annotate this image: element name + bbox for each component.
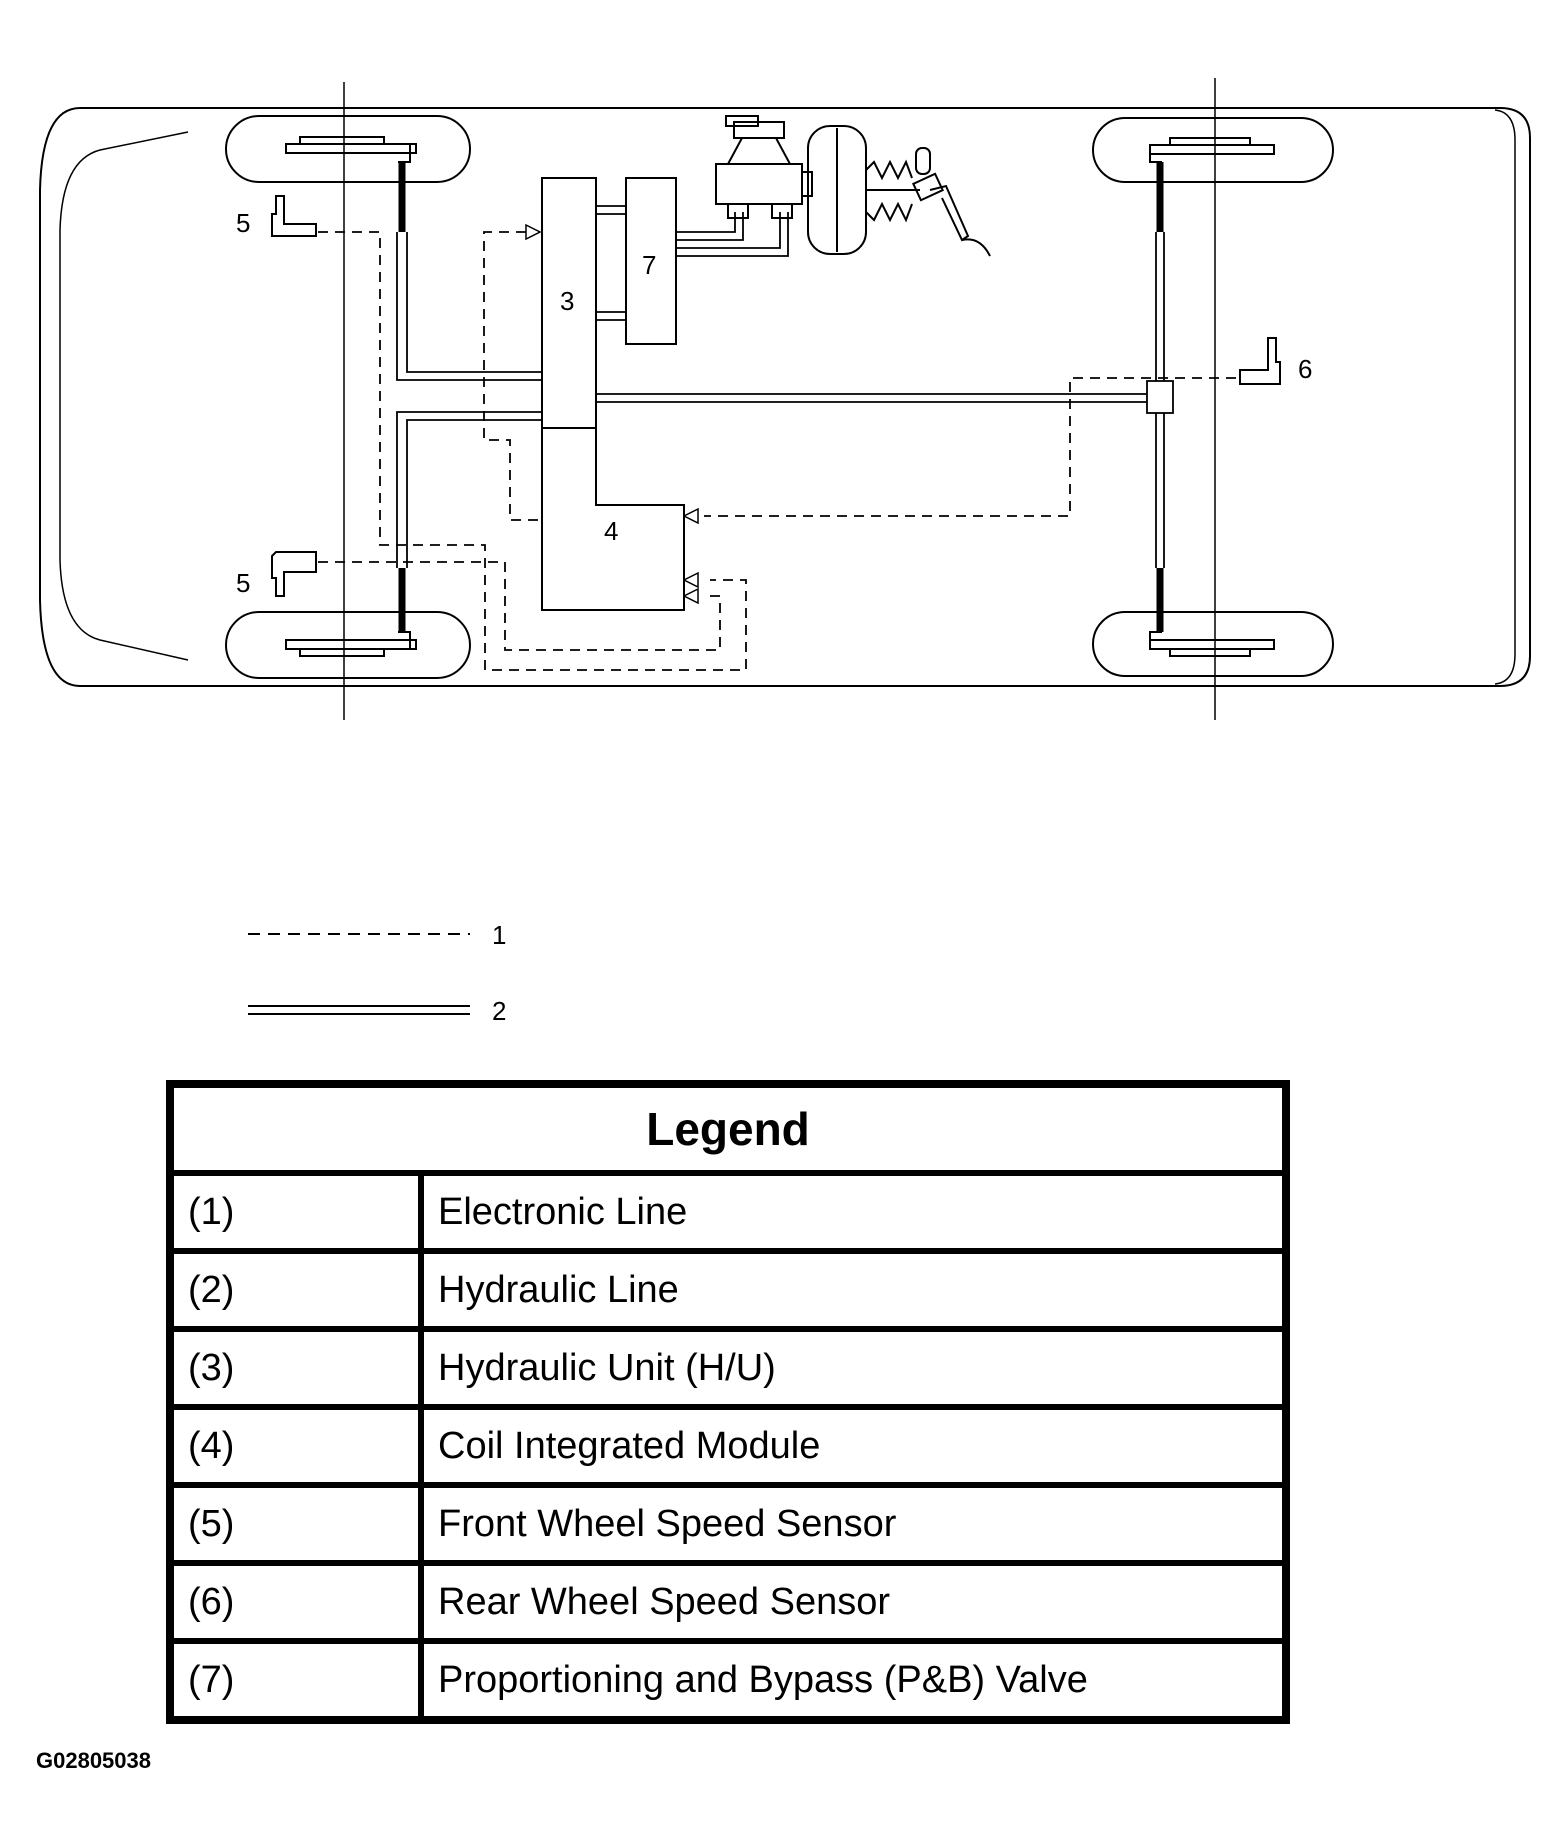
- callout-front-sensor-upper: 5: [236, 208, 250, 238]
- signal-arrowheads: [525, 223, 699, 605]
- master-cylinder: [715, 115, 813, 219]
- front-left-speed-sensor: [271, 195, 317, 237]
- pb-valve-box: [625, 177, 677, 345]
- abs-layout-diagram: 5 5 6 3 4 7 1 2: [39, 78, 1531, 1026]
- hydraulic-lines: [396, 205, 1174, 568]
- callout-pb-valve: 7: [642, 250, 656, 280]
- legend-row: (6) Rear Wheel Speed Sensor: [170, 1560, 1286, 1641]
- legend-row-description: Hydraulic Unit (H/U): [421, 1326, 1286, 1407]
- legend-row-description: Rear Wheel Speed Sensor: [421, 1560, 1286, 1641]
- legend-row-number: (3): [170, 1326, 424, 1407]
- legend-row-number: (5): [170, 1482, 424, 1563]
- legend-row: (5) Front Wheel Speed Sensor: [170, 1482, 1286, 1563]
- brake-hoses: [398, 162, 1164, 632]
- rear-right-wheel: [1092, 611, 1334, 677]
- legend-table: Legend (1) Electronic Line (2) Hydraulic…: [166, 1080, 1290, 1724]
- brake-pedal: [911, 147, 991, 257]
- callout-rear-sensor: 6: [1298, 354, 1312, 384]
- legend-row-description: Coil Integrated Module: [421, 1404, 1286, 1485]
- vehicle-body-outline: [39, 107, 1531, 687]
- rear-speed-sensor: [1239, 337, 1281, 385]
- coil-module-box: [541, 427, 685, 611]
- brake-booster: [807, 125, 920, 255]
- callout-front-sensor-lower: 5: [236, 568, 250, 598]
- legend-row: (3) Hydraulic Unit (H/U): [170, 1326, 1286, 1407]
- legend-row-description: Hydraulic Line: [421, 1248, 1286, 1329]
- callout-coil-module: 4: [604, 516, 618, 546]
- legend-row: (4) Coil Integrated Module: [170, 1404, 1286, 1485]
- legend-row-number: (4): [170, 1404, 424, 1485]
- legend-title: Legend: [170, 1084, 1286, 1176]
- rear-left-wheel: [1092, 117, 1334, 183]
- legend-row-number: (6): [170, 1560, 424, 1641]
- callout-hydraulic-unit: 3: [560, 286, 574, 316]
- legend-row-number: (1): [170, 1170, 424, 1251]
- legend-row-description: Proportioning and Bypass (P&B) Valve: [421, 1638, 1286, 1720]
- legend-row-description: Front Wheel Speed Sensor: [421, 1482, 1286, 1563]
- hydraulic-unit-box: [541, 177, 597, 429]
- legend-row-description: Electronic Line: [421, 1170, 1286, 1251]
- front-left-wheel: [225, 115, 471, 183]
- figure-id: G02805038: [36, 1748, 151, 1773]
- line-key-electronic-label: 1: [492, 920, 506, 950]
- front-right-speed-sensor: [271, 551, 317, 597]
- legend-row-number: (7): [170, 1638, 424, 1720]
- legend-row: (1) Electronic Line: [170, 1170, 1286, 1251]
- legend-row: (2) Hydraulic Line: [170, 1248, 1286, 1329]
- legend-row: (7) Proportioning and Bypass (P&B) Valve: [170, 1638, 1286, 1720]
- electronic-lines: [318, 231, 1236, 671]
- legend-row-number: (2): [170, 1248, 424, 1329]
- line-key-hydraulic-label: 2: [492, 996, 506, 1026]
- front-right-wheel: [225, 611, 471, 679]
